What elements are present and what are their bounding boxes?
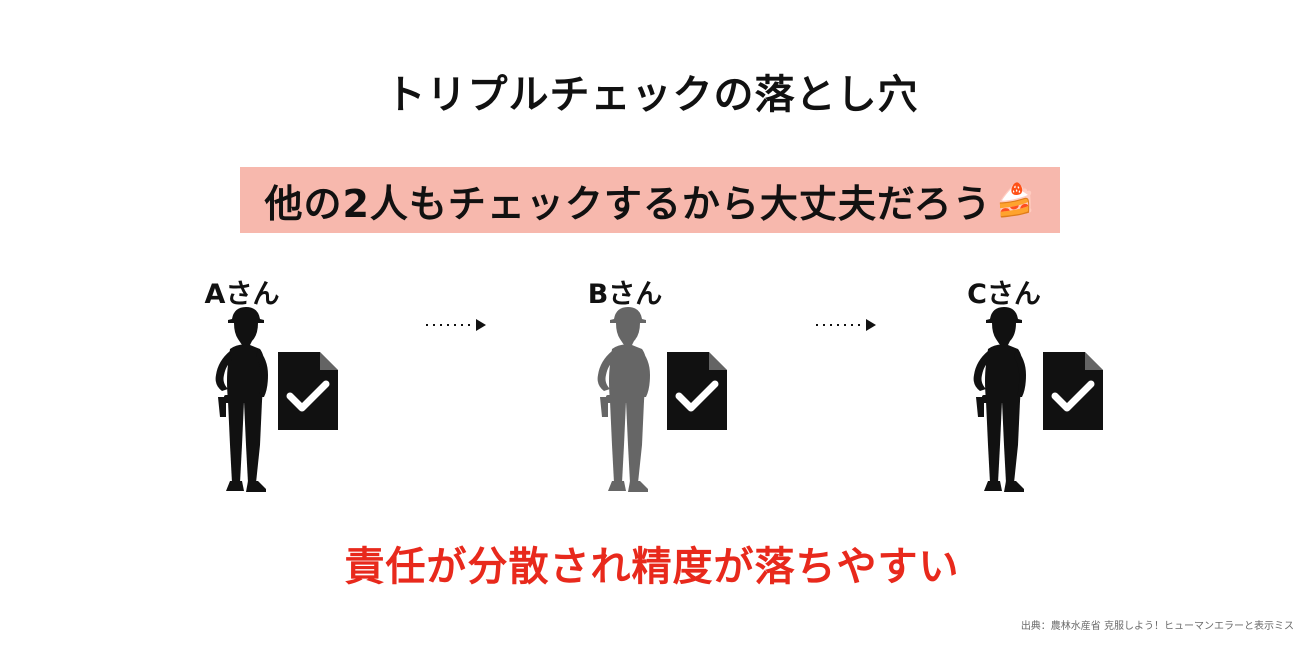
- worker-b-silhouette-icon: [586, 305, 666, 495]
- checked-document-c-icon: [1043, 352, 1103, 430]
- dotted-arrow-icon: [426, 319, 486, 331]
- dotted-arrow-icon: [816, 319, 876, 331]
- worker-a-silhouette-icon: [204, 305, 284, 495]
- checked-document-b-icon: [667, 352, 727, 430]
- assumption-banner: 他の2人もチェックするから大丈夫だろう🍰: [240, 167, 1060, 233]
- person-c-label: Cさん: [967, 279, 1041, 310]
- conclusion-text: 責任が分散され精度が落ちやすい: [344, 544, 960, 590]
- person-b-label: Bさん: [587, 279, 663, 310]
- banner-text: 他の2人もチェックするから大丈夫だろう: [264, 181, 992, 226]
- slide-title: トリプルチェックの落とし穴: [385, 72, 919, 118]
- source-citation: 出典：農林水産省 克服しよう！ヒューマンエラーと表示ミス: [1020, 621, 1294, 632]
- worker-c-silhouette-icon: [962, 305, 1042, 495]
- cake-icon: 🍰: [995, 181, 1036, 219]
- person-a-label: Aさん: [204, 279, 280, 310]
- checked-document-a-icon: [278, 352, 338, 430]
